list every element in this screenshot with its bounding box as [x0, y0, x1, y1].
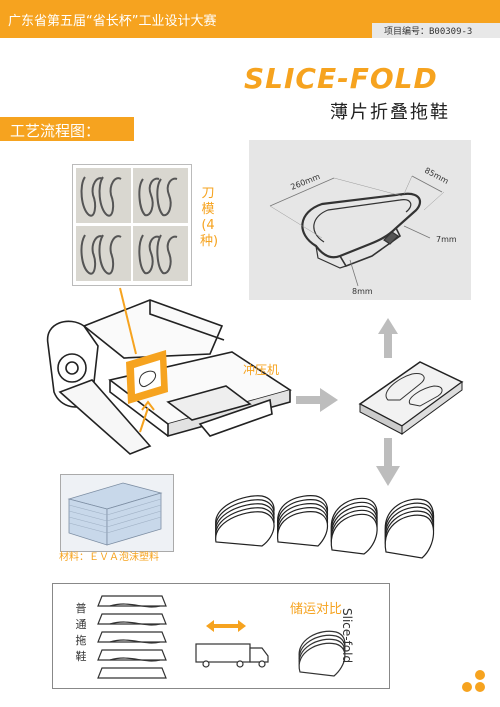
eva-material-photo: [60, 474, 174, 552]
dimension-panel: [249, 140, 471, 300]
header-bar: 广东省第五届“省长杯”工业设计大赛: [0, 0, 500, 38]
arrow-right: [296, 388, 338, 412]
slice-fold-label: Slice-fold: [340, 608, 354, 664]
stacked-slippers: [215, 495, 435, 559]
section-header: 工艺流程图：: [0, 117, 134, 141]
die-outlines: [80, 176, 178, 275]
transport-arrow: [206, 620, 246, 632]
cut-sheet: [358, 361, 464, 435]
normal-slippers-label: 普通拖鞋: [75, 602, 87, 663]
dot-3: [475, 670, 485, 680]
eva-sheets-drawing: [67, 482, 163, 546]
press-machine-label: 冲压机: [243, 363, 280, 377]
storage-comparison-box: [52, 583, 390, 689]
normal-slipper-stack: [97, 595, 167, 679]
cutting-die-label: 刀模(4种): [200, 186, 219, 249]
competition-title: 广东省第五届“省长杯”工业设计大赛: [8, 14, 217, 29]
dim-width-label: 85mm: [423, 166, 450, 186]
cutting-die-frame: [126, 350, 168, 404]
dim-length-label: 260mm: [289, 172, 321, 192]
dimension-drawing: [269, 175, 445, 287]
dot-2: [475, 682, 485, 692]
die-pointer-arrow: [119, 287, 155, 433]
brand-name: SLICE-FOLD: [244, 62, 438, 95]
cutting-die-photo: [72, 164, 192, 286]
section-title: 工艺流程图：: [10, 122, 101, 140]
material-label: 材料：ＥＶＡ泡沫塑料: [59, 552, 159, 563]
project-number-tag: 项目编号：B00309-3: [372, 23, 500, 38]
brand-logo: SLICE-FOLD: [244, 62, 438, 95]
project-number: 项目编号：B00309-3: [384, 27, 473, 37]
dim-fold-label: 8mm: [352, 287, 373, 296]
truck-icon: [195, 643, 269, 668]
press-machine: [46, 299, 292, 455]
slice-fold-stack: [298, 630, 346, 677]
product-subtitle: 薄片折叠拖鞋: [330, 102, 450, 123]
dot-1: [462, 682, 472, 692]
comparison-title: 储运对比: [290, 602, 343, 617]
dim-thickness-label: 7mm: [436, 235, 457, 244]
arrow-up: [378, 318, 398, 358]
die-shape-2: [133, 168, 188, 223]
arrow-down: [376, 438, 400, 486]
